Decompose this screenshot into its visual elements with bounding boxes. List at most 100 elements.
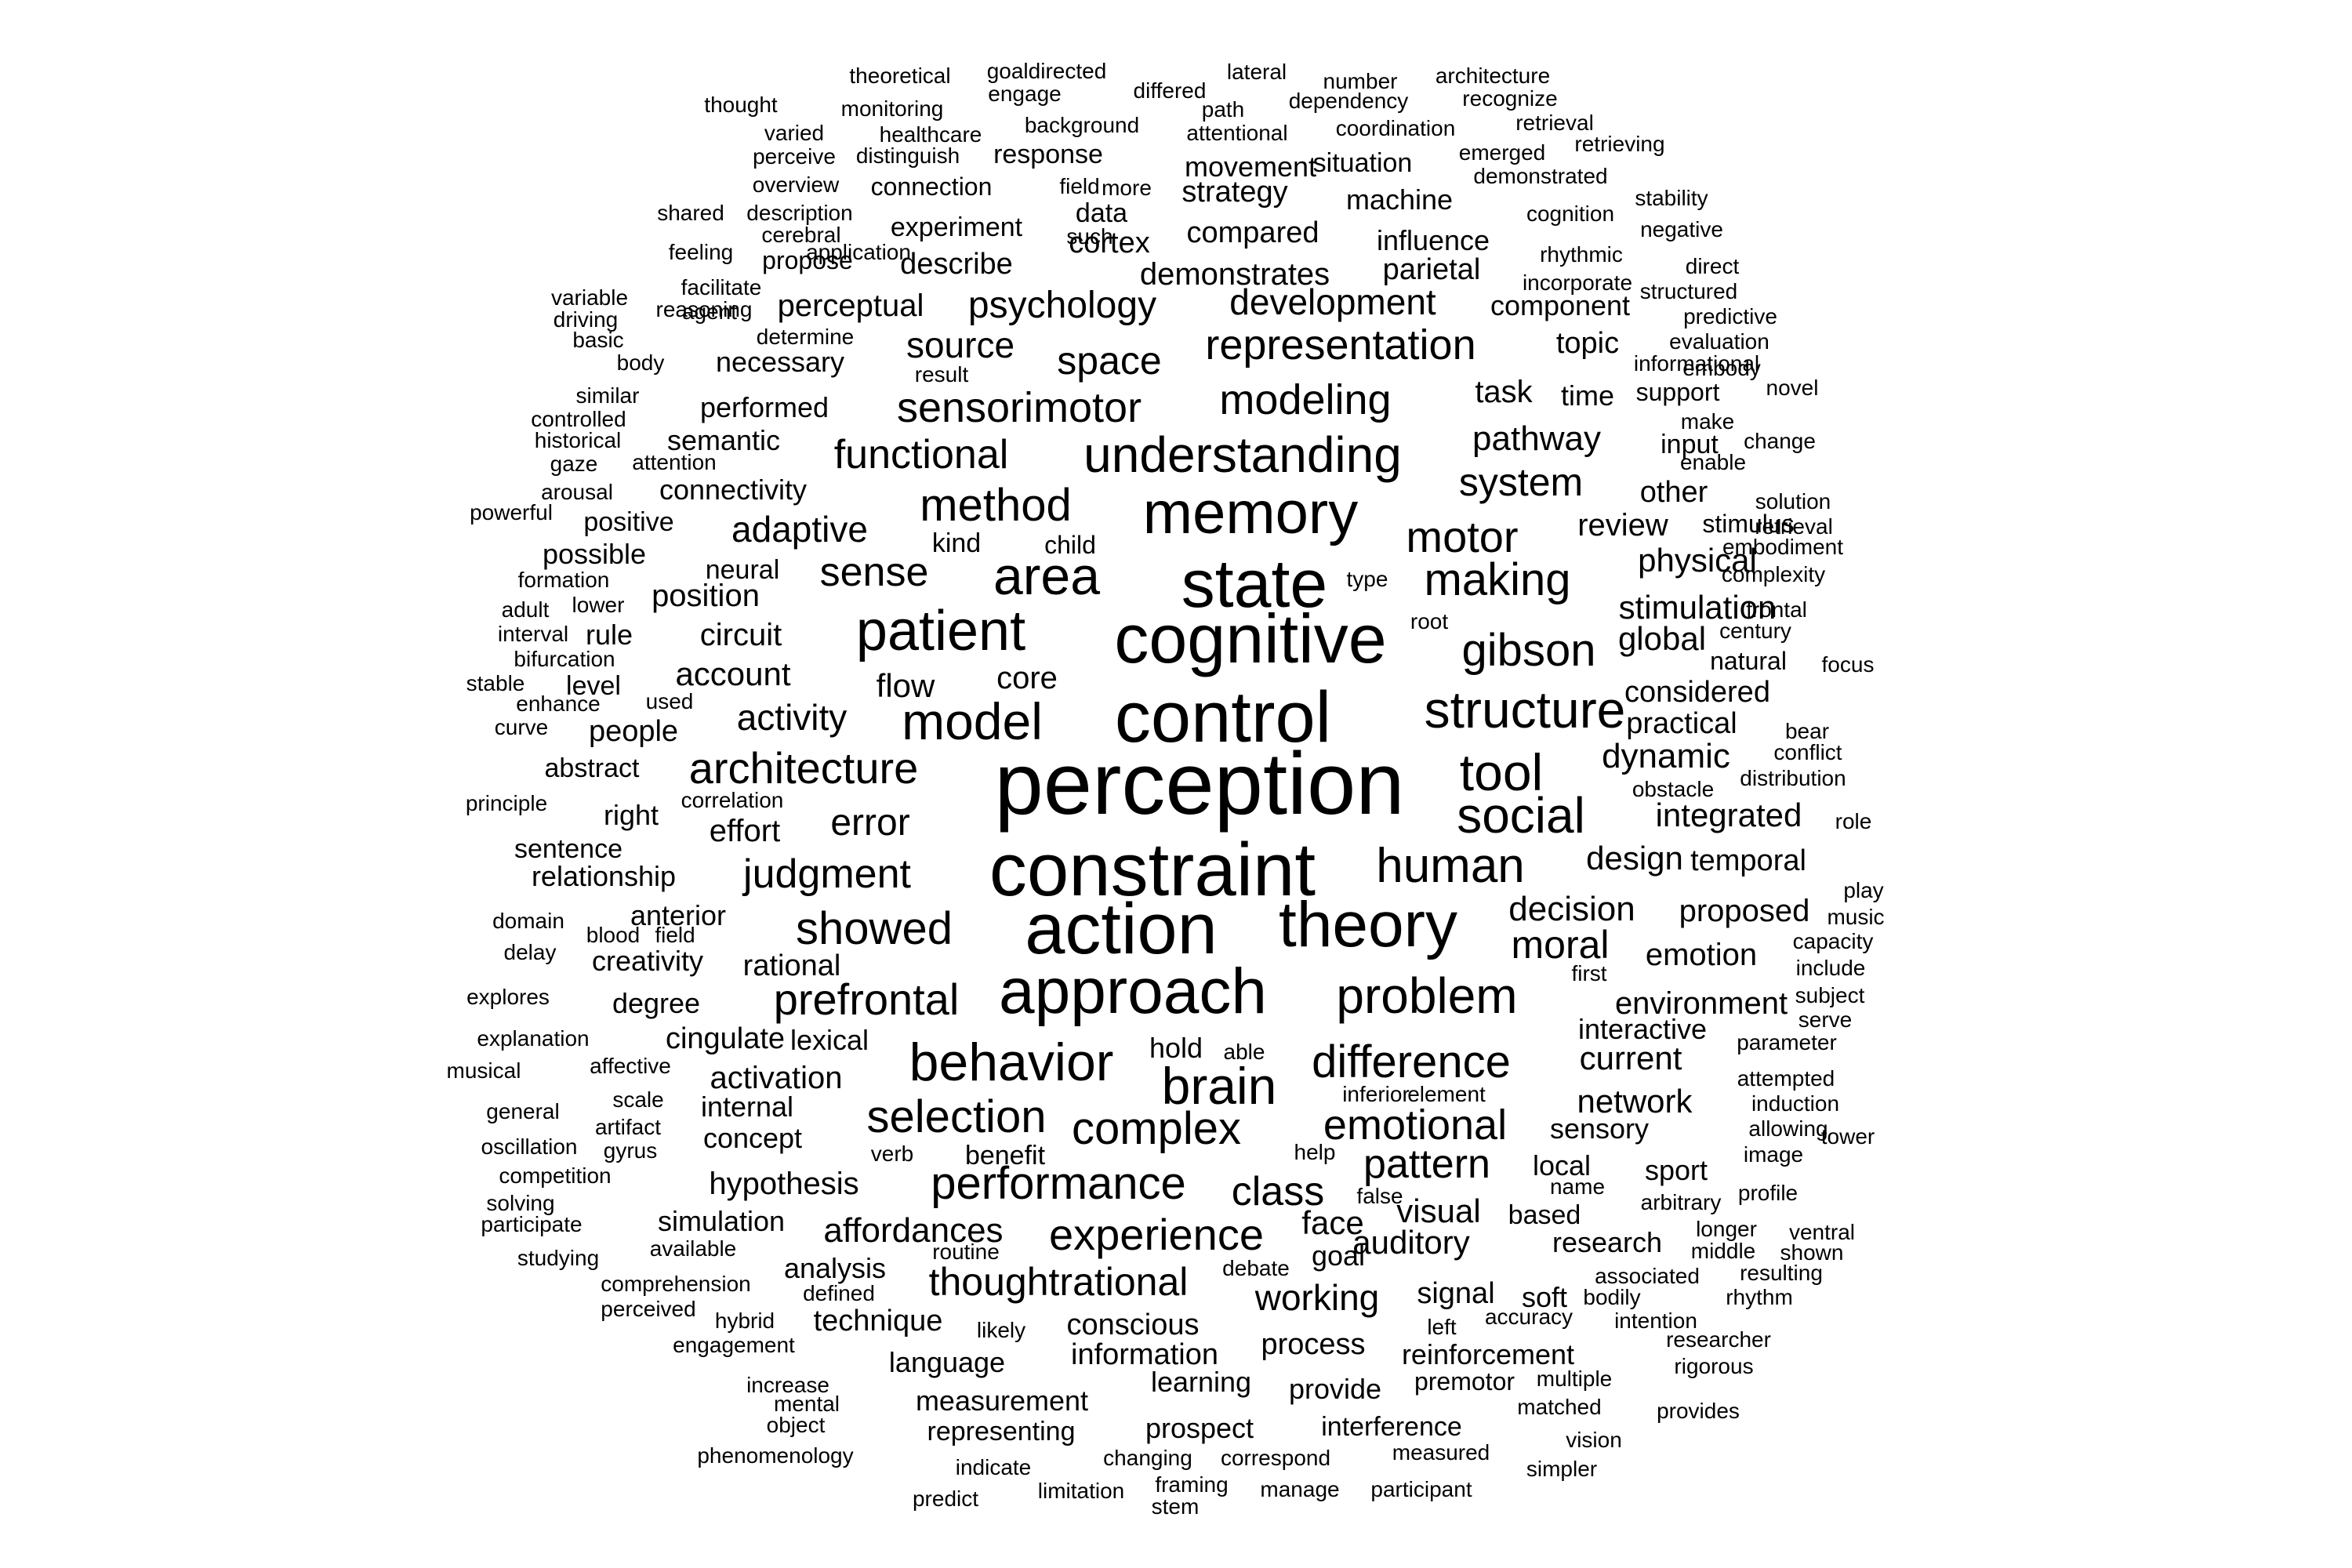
cloud-small-word: solving bbox=[486, 1191, 555, 1215]
cloud-small-word: bodily bbox=[1583, 1285, 1641, 1309]
cloud-word-moral: moral bbox=[1511, 923, 1610, 967]
cloud-word-connection: connection bbox=[870, 172, 993, 201]
cloud-small-word: varied bbox=[764, 121, 825, 145]
cloud-small-word: measured bbox=[1392, 1440, 1490, 1465]
cloud-small-word: background bbox=[1024, 113, 1140, 137]
cloud-small-word: parameter bbox=[1737, 1030, 1837, 1054]
cloud-word-possible: possible bbox=[542, 538, 647, 570]
cloud-word-auditory: auditory bbox=[1352, 1224, 1470, 1261]
cloud-word-representing: representing bbox=[927, 1417, 1076, 1446]
cloud-small-word: intention bbox=[1614, 1308, 1697, 1333]
cloud-word-necessary: necessary bbox=[715, 346, 845, 378]
cloud-small-word: cerebral bbox=[761, 223, 841, 247]
cloud-small-word: result bbox=[914, 362, 969, 387]
cloud-small-word: obstacle bbox=[1632, 777, 1715, 801]
cloud-small-word: incorporate bbox=[1522, 270, 1633, 295]
cloud-word-model: model bbox=[902, 692, 1043, 750]
cloud-word-development: development bbox=[1229, 281, 1436, 322]
cloud-word-brain: brain bbox=[1161, 1057, 1277, 1115]
cloud-small-word: field bbox=[655, 923, 695, 947]
cloud-small-word: available bbox=[649, 1236, 737, 1261]
cloud-small-word: defined bbox=[803, 1281, 875, 1305]
cloud-small-word: affective bbox=[590, 1054, 671, 1078]
cloud-small-word: body bbox=[616, 350, 665, 375]
cloud-small-word: frontal bbox=[1746, 597, 1807, 622]
cloud-word-interactive: interactive bbox=[1577, 1013, 1708, 1045]
cloud-word-concept: concept bbox=[702, 1122, 803, 1154]
cloud-small-word: embodiment bbox=[1722, 535, 1844, 559]
cloud-word-position: position bbox=[652, 579, 760, 613]
cloud-word-technique: technique bbox=[813, 1305, 943, 1338]
cloud-word-internal: internal bbox=[700, 1091, 794, 1123]
cloud-word-cortex: cortex bbox=[1069, 227, 1150, 260]
cloud-small-word: arousal bbox=[541, 480, 613, 504]
cloud-small-word: retrieving bbox=[1574, 132, 1665, 156]
cloud-small-word: used bbox=[645, 689, 694, 713]
cloud-small-word: powerful bbox=[470, 500, 553, 524]
cloud-word-sentence: sentence bbox=[514, 834, 622, 864]
cloud-word-judgment: judgment bbox=[743, 851, 911, 897]
cloud-small-word: debate bbox=[1222, 1256, 1290, 1280]
cloud-small-word: architecture bbox=[1435, 64, 1551, 88]
cloud-small-word: goaldirected bbox=[986, 59, 1107, 83]
cloud-word-physical: physical bbox=[1638, 542, 1757, 579]
cloud-word-reinforcement: reinforcement bbox=[1401, 1338, 1575, 1370]
cloud-small-word: shown bbox=[1780, 1240, 1844, 1265]
cloud-small-word: predictive bbox=[1683, 304, 1777, 328]
cloud-word-learning: learning bbox=[1150, 1366, 1252, 1398]
cloud-small-word: explores bbox=[466, 985, 550, 1009]
cloud-word-connectivity: connectivity bbox=[659, 474, 808, 506]
cloud-word-level: level bbox=[566, 671, 621, 701]
cloud-word-movement: movement bbox=[1184, 151, 1317, 183]
cloud-word-temporal: temporal bbox=[1690, 844, 1806, 877]
cloud-small-word: gyrus bbox=[603, 1138, 658, 1163]
cloud-small-word: attempted bbox=[1737, 1066, 1835, 1091]
cloud-word-system: system bbox=[1458, 460, 1584, 504]
cloud-word-sensorimotor: sensorimotor bbox=[896, 384, 1142, 431]
cloud-word-support: support bbox=[1635, 378, 1720, 406]
cloud-word-visual: visual bbox=[1396, 1192, 1481, 1229]
cloud-small-word: monitoring bbox=[840, 96, 944, 121]
cloud-word-analysis: analysis bbox=[783, 1252, 887, 1284]
cloud-word-psychology: psychology bbox=[967, 285, 1157, 326]
cloud-word-prefrontal: prefrontal bbox=[773, 975, 960, 1024]
cloud-word-perception: perception bbox=[994, 735, 1405, 833]
cloud-word-performed: performed bbox=[699, 391, 829, 423]
cloud-small-word: rhythmic bbox=[1540, 242, 1623, 267]
cloud-small-word: inferior bbox=[1342, 1082, 1410, 1106]
cloud-word-influence: influence bbox=[1376, 224, 1490, 256]
cloud-word-architecture: architecture bbox=[688, 743, 919, 793]
cloud-small-word: oscillation bbox=[481, 1134, 578, 1159]
cloud-word-complex: complex bbox=[1072, 1103, 1241, 1154]
cloud-word-component: component bbox=[1490, 289, 1631, 321]
cloud-word-provide: provide bbox=[1288, 1373, 1382, 1405]
cloud-word-motor: motor bbox=[1406, 512, 1519, 561]
cloud-word-hold: hold bbox=[1149, 1032, 1203, 1064]
cloud-word-information: information bbox=[1071, 1338, 1218, 1371]
cloud-small-word: cognition bbox=[1526, 201, 1615, 226]
cloud-word-parietal: parietal bbox=[1382, 253, 1481, 286]
cloud-small-word: century bbox=[1719, 619, 1791, 643]
cloud-small-word: explanation bbox=[477, 1026, 590, 1051]
cloud-small-word: number bbox=[1323, 69, 1398, 93]
cloud-word-effort: effort bbox=[709, 814, 781, 848]
cloud-small-word: healthcare bbox=[879, 122, 982, 147]
cloud-small-word: induction bbox=[1751, 1091, 1840, 1116]
cloud-small-word: formation bbox=[517, 568, 610, 592]
cloud-word-method: method bbox=[920, 480, 1072, 531]
cloud-word-space: space bbox=[1057, 339, 1162, 383]
cloud-small-word: direct bbox=[1685, 254, 1740, 278]
cloud-small-word: help bbox=[1294, 1140, 1336, 1164]
cloud-small-word: name bbox=[1549, 1174, 1606, 1199]
cloud-word-situation: situation bbox=[1312, 148, 1413, 178]
cloud-word-natural: natural bbox=[1710, 647, 1787, 675]
cloud-word-sensory: sensory bbox=[1549, 1112, 1650, 1145]
cloud-word-measurement: measurement bbox=[915, 1385, 1089, 1417]
cloud-small-word: element bbox=[1407, 1082, 1486, 1106]
cloud-small-word: serve bbox=[1798, 1007, 1853, 1032]
cloud-word-other: other bbox=[1639, 476, 1708, 509]
cloud-word-area: area bbox=[993, 546, 1101, 606]
cloud-small-word: gaze bbox=[550, 452, 598, 476]
cloud-word-flow: flow bbox=[876, 667, 935, 704]
